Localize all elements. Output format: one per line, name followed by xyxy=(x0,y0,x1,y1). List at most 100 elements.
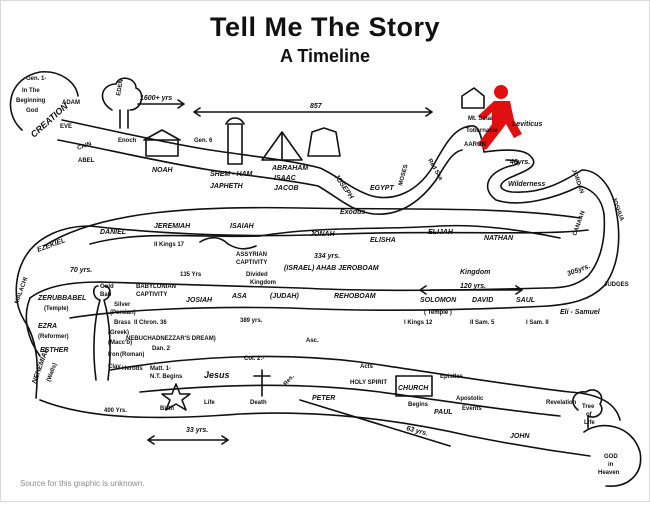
label-334-yrs: 334 yrs. xyxy=(314,253,340,260)
label-temple: ( Temple ) xyxy=(424,310,452,316)
label-ii-sam5: II Sam. 5 xyxy=(470,320,495,326)
mountain-ridge xyxy=(89,224,561,245)
label-jeremiah: JEREMIAH xyxy=(154,223,191,230)
label-857: 857 xyxy=(310,103,323,110)
road-top-upper xyxy=(61,119,617,211)
road-bottom-mid xyxy=(139,384,561,417)
arrow-120 xyxy=(419,285,523,295)
label-silver: Silver xyxy=(114,302,131,308)
label-paul: PAUL xyxy=(434,409,453,416)
label-captivity2: CAPTIVITY xyxy=(136,292,167,298)
label-33-yrs: 33 yrs. xyxy=(186,427,208,434)
label-life2: Life xyxy=(584,420,595,426)
label-aaron: AARON xyxy=(464,142,486,148)
label-gold: Gold xyxy=(100,284,114,290)
label-120-yrs: 120 yrs. xyxy=(460,283,486,290)
label-mt-sinai: Mt. Sinai xyxy=(468,116,493,122)
label-captivity: CAPTIVITY xyxy=(236,260,267,266)
label-divided: Divided xyxy=(246,272,268,278)
label-gen6: Gen. 6 xyxy=(194,138,213,144)
statue-body xyxy=(92,285,111,381)
label-acts: Acts xyxy=(360,364,374,370)
beginning-circle xyxy=(9,71,79,131)
label-ii-kings17: II Kings 17 xyxy=(154,242,185,248)
label-babylonian: BABYLONIAN xyxy=(136,284,176,290)
label-asc: Asc. xyxy=(306,338,319,344)
label-enoch: Enoch xyxy=(118,138,137,144)
page-subtitle: A Timeline xyxy=(279,46,371,66)
label-heaven: Heaven xyxy=(598,470,620,476)
label-life: Life xyxy=(204,400,215,406)
babel-tower xyxy=(225,117,245,165)
cross xyxy=(253,369,271,397)
label-wilderness: Wilderness xyxy=(508,181,545,188)
label-asa: ASA xyxy=(231,293,247,300)
label-israel: (ISRAEL) AHAB JEROBOAM xyxy=(284,265,379,272)
label-epistles: Epistles xyxy=(440,374,464,380)
label-clay: Clay xyxy=(108,364,121,370)
label-moses: MOSES xyxy=(398,164,409,186)
label-canaan: CANAAN xyxy=(572,210,587,236)
label-judges: JUDGES xyxy=(604,282,629,288)
label-kingdom: Kingdom xyxy=(460,269,490,276)
label-in-the: In The xyxy=(22,88,40,94)
road-left-curve xyxy=(15,249,39,399)
road-left-curve-inner xyxy=(25,297,41,357)
label-temple2: (Temple) xyxy=(44,306,69,312)
arrow-1600 xyxy=(137,99,185,109)
label-roman: (Roman) xyxy=(120,352,144,358)
source-note: Source for this graphic is unknown. xyxy=(20,479,145,488)
label-david: DAVID xyxy=(472,297,493,304)
label-japheth: JAPHETH xyxy=(210,183,244,190)
label-walls: (Walls) xyxy=(46,362,58,382)
ark-box xyxy=(143,129,181,157)
heaven-circle xyxy=(583,424,642,487)
road-right-curve xyxy=(547,209,620,307)
label-zerubbabel: ZERUBBABEL xyxy=(37,295,86,302)
label-tobernacle: Tobarnacle xyxy=(466,128,498,134)
label-jonah: JONAH xyxy=(310,231,335,238)
label-abel: ABEL xyxy=(78,158,95,164)
tablets xyxy=(461,87,485,109)
label-eden: EDEN xyxy=(116,79,125,96)
label-saul: SAUL xyxy=(516,297,535,304)
label-matt1: Matt. 1- xyxy=(150,366,171,372)
tree-eden xyxy=(101,77,143,129)
chains xyxy=(199,236,257,250)
label-nathan: NATHAN xyxy=(484,235,514,242)
label-john: JOHN xyxy=(510,433,530,440)
label-ezra: EZRA xyxy=(38,323,57,330)
label-beginning: Beginning xyxy=(16,98,46,104)
label-noah: NOAH xyxy=(152,167,174,174)
label-egypt: EGYPT xyxy=(370,185,394,192)
label-begins: Begins xyxy=(408,402,429,408)
label-tree-of: Tree xyxy=(582,404,595,410)
label-400-yrs: 400 Yrs. xyxy=(104,408,127,414)
label-jordan: JORDAN xyxy=(570,169,584,195)
label-god: God xyxy=(26,108,38,114)
church-building xyxy=(395,375,433,397)
star xyxy=(161,383,191,411)
label-eli-samuel: Eli - Samuel xyxy=(560,309,601,316)
label-revelation: Revelation xyxy=(546,400,577,406)
label-maccb: (Macc'b) xyxy=(108,340,132,346)
label-exodus: Exodus xyxy=(340,209,365,216)
label-isaiah: ISAIAH xyxy=(230,223,255,230)
label-shem-ham: SHEM - HAM xyxy=(210,171,253,178)
label-esther: ESTHER xyxy=(40,347,68,354)
arrow-63 xyxy=(299,399,451,447)
label-events: Events xyxy=(462,406,482,412)
arrow-33 xyxy=(147,435,229,445)
label-jacob: JACOB xyxy=(274,185,299,192)
label-70-yrs: 70 yrs. xyxy=(70,267,92,274)
label-isaac: ISAAC xyxy=(274,175,297,182)
label-judah: (JUDAH) xyxy=(270,293,299,300)
label-church: CHURCH xyxy=(398,385,429,392)
label-persian: (Persian) xyxy=(110,310,136,316)
label-apostolic: Apostolic xyxy=(456,396,484,402)
tree-of-life xyxy=(572,389,603,429)
label-daniel: DANIEL xyxy=(100,229,126,236)
label-iron: Iron xyxy=(108,352,120,358)
label-kingdom2: Kingdom xyxy=(250,280,276,286)
